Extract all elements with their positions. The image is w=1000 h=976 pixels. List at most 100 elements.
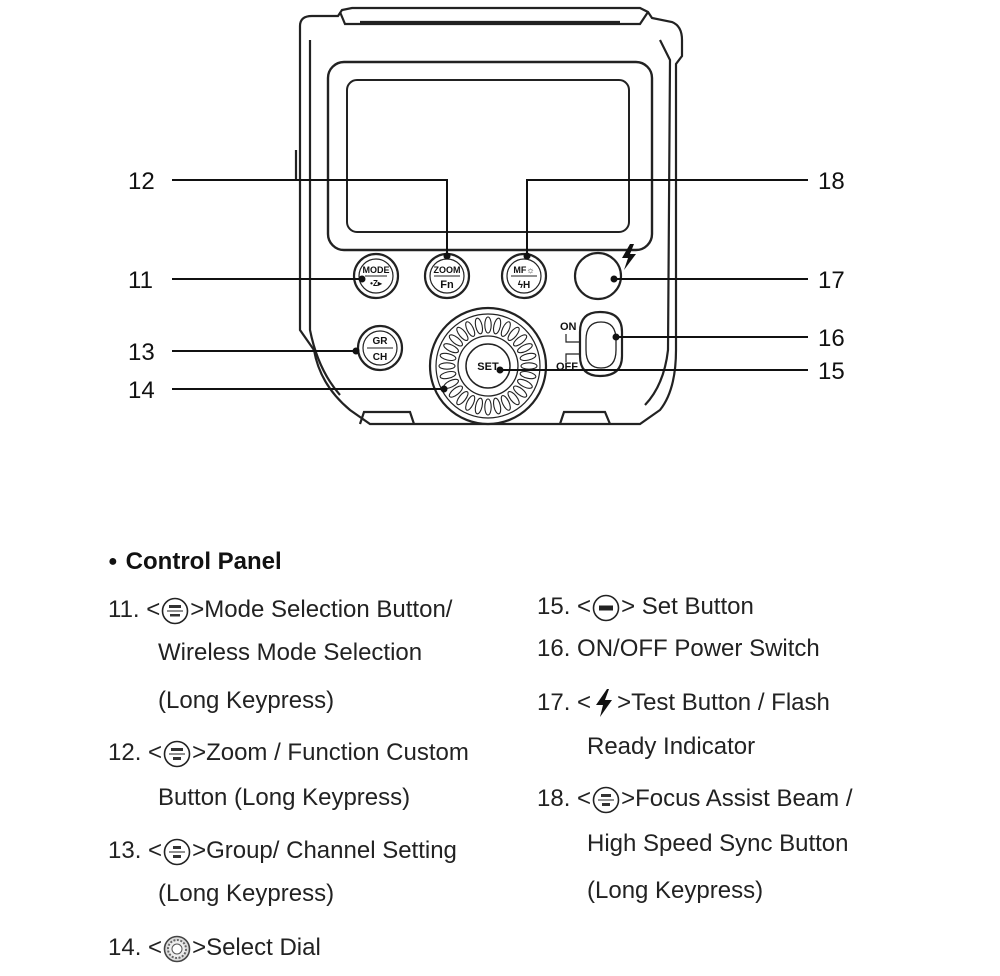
legend-heading: ●Control Panel	[108, 548, 282, 576]
callout-14: 14	[128, 377, 155, 404]
legend-item-13: 13. < >Group/ Channel Setting	[108, 837, 457, 866]
dial-tooth	[443, 343, 459, 354]
mf-button-top-label: MF☼	[513, 265, 534, 275]
dial-tooth	[474, 397, 484, 415]
set-button[interactable]: SET	[465, 343, 511, 389]
dial-tooth	[507, 326, 520, 342]
dial-tooth	[439, 370, 457, 380]
test-button[interactable]	[573, 251, 623, 301]
gr-ch-button-icon	[163, 838, 191, 866]
dial-tooth	[456, 390, 469, 406]
callout-dots	[352, 252, 620, 393]
zoom-button-bottom-label: Fn	[440, 279, 454, 291]
dial-tooth	[448, 334, 464, 347]
set-button-label: SET	[477, 361, 499, 373]
legend-item-18-line-2: High Speed Sync Button	[587, 830, 849, 857]
legend-item-11: 11. < >Mode Selection Button/	[108, 596, 452, 625]
dial-tooth	[492, 317, 502, 335]
dial-tooth	[465, 321, 476, 337]
mode-button-bottom-label: •Z▸	[370, 279, 383, 288]
gr-ch-button[interactable]: GR CH	[356, 324, 404, 372]
item-number: 14.	[108, 934, 142, 961]
legend-item-12: 12. < >Zoom / Function Custom	[108, 739, 469, 768]
item-number: 12.	[108, 739, 142, 766]
item-number: 13.	[108, 837, 142, 864]
legend-item-13-line-2: (Long Keypress)	[158, 880, 335, 907]
callout-11: 11	[128, 267, 153, 294]
zoom-fn-button[interactable]: ZOOM Fn	[423, 252, 471, 300]
legend-item-14: 14. <>Select Dial	[108, 934, 321, 963]
item-text: >Select Dial	[192, 934, 321, 961]
mode-button-icon	[161, 597, 189, 625]
dial-tooth	[448, 385, 464, 398]
mf-button-bottom-label: ϟH	[518, 280, 531, 291]
set-button-icon	[592, 594, 620, 622]
dial-tooth	[519, 370, 537, 380]
item-number: 11.	[108, 596, 140, 623]
callout-lines	[172, 179, 808, 390]
callout-12: 12	[128, 168, 155, 195]
legend-item-15: 15. < > Set Button	[537, 593, 754, 622]
item-text: ON/OFF Power Switch	[577, 635, 820, 662]
dial-tooth	[512, 334, 528, 347]
dial-tooth	[512, 385, 528, 398]
item-text: >Mode Selection Button/	[190, 596, 453, 623]
dial-tooth	[507, 390, 520, 406]
item-text: >Zoom / Function Custom	[192, 739, 469, 766]
dial-tooth	[439, 352, 457, 362]
mode-button[interactable]: MODE •Z▸	[352, 252, 400, 300]
callout-18: 18	[818, 168, 845, 195]
legend-item-11-line-3: (Long Keypress)	[158, 687, 335, 714]
dial-tooth	[484, 398, 492, 416]
open-bracket: <	[146, 596, 161, 623]
heading-bullet: ●	[108, 553, 118, 570]
zoom-fn-button-icon	[163, 740, 191, 768]
callout-13: 13	[128, 339, 155, 366]
dial-tooth	[492, 397, 502, 415]
legend-item-17: 17. <>Test Button / Flash	[537, 688, 830, 718]
item-number: 16.	[537, 635, 571, 662]
callout-17: 17	[818, 267, 845, 294]
dial-tooth	[517, 343, 533, 354]
legend-item-11-line-2: Wireless Mode Selection	[158, 639, 423, 666]
open-bracket: <	[148, 837, 163, 864]
item-text: >Test Button / Flash	[617, 689, 830, 716]
power-switch[interactable]	[565, 310, 624, 378]
item-number: 18.	[537, 785, 571, 812]
open-bracket: <	[577, 785, 592, 812]
open-bracket: <	[148, 739, 163, 766]
dial-tooth	[517, 378, 533, 389]
mode-button-top-label: MODE	[363, 265, 390, 275]
item-number: 15.	[537, 593, 571, 620]
legend-item-16: 16. ON/OFF Power Switch	[537, 635, 820, 663]
dial-tooth	[438, 362, 456, 370]
mf-h-button-icon	[592, 786, 620, 814]
flash-body	[294, 6, 684, 426]
flash-bolt-icon	[596, 689, 613, 717]
dial-tooth	[519, 352, 537, 362]
callout-16: 16	[818, 325, 845, 352]
legend-item-18-line-3: (Long Keypress)	[587, 877, 764, 904]
item-text: >Focus Assist Beam /	[621, 785, 853, 812]
dial-tooth	[456, 326, 469, 342]
item-text: >Group/ Channel Setting	[192, 837, 457, 864]
dial-tooth	[500, 321, 511, 337]
item-number: 17.	[537, 689, 571, 716]
callout-15: 15	[818, 358, 845, 385]
ch-button-bottom-label: CH	[373, 352, 387, 363]
legend-item-18: 18. < >Focus Assist Beam /	[537, 785, 852, 814]
dial-tooth	[465, 395, 476, 411]
item-text: > Set Button	[621, 593, 754, 620]
select-dial-icon	[163, 935, 191, 963]
legend-item-17-line-2: Ready Indicator	[587, 733, 756, 760]
dial-tooth	[474, 317, 484, 335]
gr-button-top-label: GR	[373, 336, 389, 347]
dial-tooth	[500, 395, 511, 411]
flash-bolt-icon	[622, 244, 636, 270]
mf-h-button[interactable]: MF☼ ϟH	[500, 252, 548, 300]
legend-item-12-line-2: Button (Long Keypress)	[158, 784, 411, 811]
open-bracket: <	[577, 593, 592, 620]
dial-tooth	[484, 316, 492, 334]
